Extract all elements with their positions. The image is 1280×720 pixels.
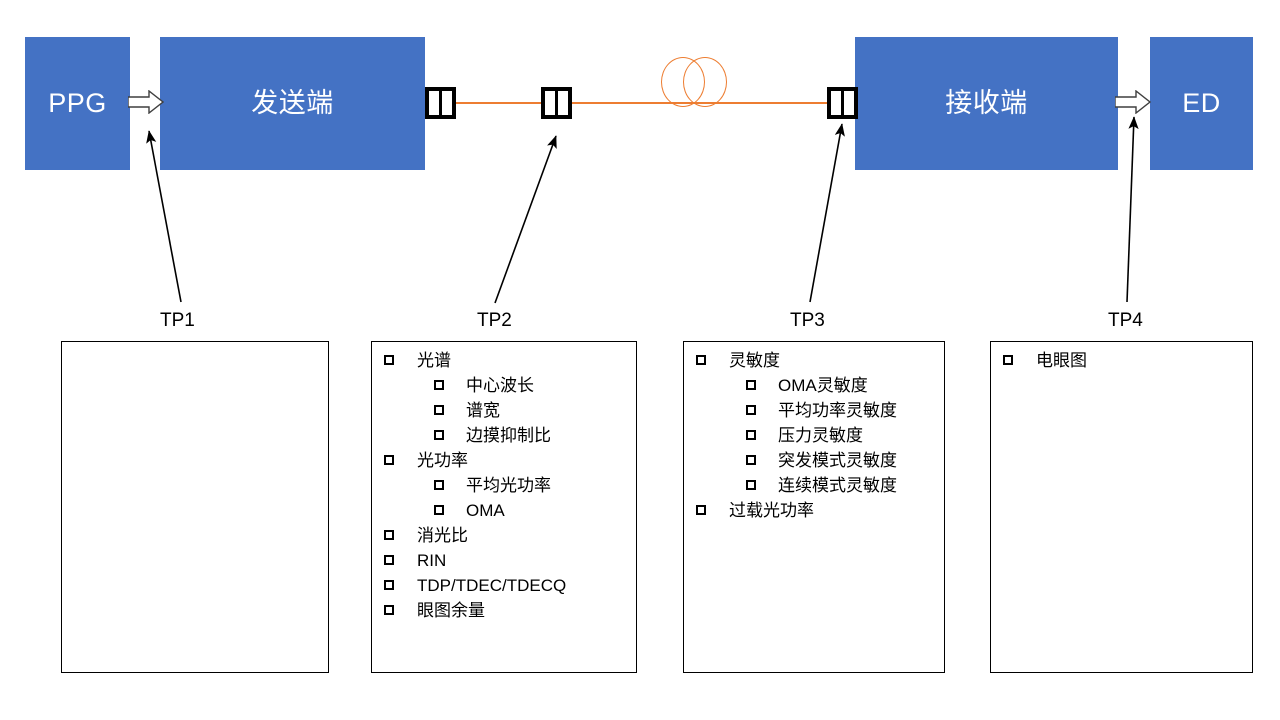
block-receiver: 接收端 [855, 37, 1118, 170]
checklist-item-label: 平均光功率 [466, 476, 551, 495]
checklist-item[interactable]: 压力灵敏度 [684, 423, 944, 448]
checklist-item-label: 边摸抑制比 [466, 426, 551, 445]
test-point-label-tp1: TP1 [160, 310, 195, 331]
block-arrow-receiver-to-ed-icon [1114, 89, 1152, 115]
block-ed: ED [1150, 37, 1253, 170]
checklist-item[interactable]: 电眼图 [991, 348, 1252, 373]
optical-connector-icon [541, 87, 572, 119]
checklist-item[interactable]: 过载光功率 [684, 498, 944, 523]
checklist-item[interactable]: 眼图余量 [372, 598, 636, 623]
test-point-label-tp2: TP2 [477, 310, 512, 331]
checklist-item[interactable]: 突发模式灵敏度 [684, 448, 944, 473]
checklist-item-label: 光功率 [417, 451, 468, 470]
checkbox-square-icon [434, 505, 444, 515]
checkbox-square-icon [434, 405, 444, 415]
checkbox-square-icon [384, 530, 394, 540]
callout-arrow-tp3 [809, 123, 845, 303]
panel-tp3-list: 灵敏度 OMA灵敏度平均功率灵敏度压力灵敏度突发模式灵敏度连续模式灵敏度过载光功率 [684, 342, 944, 523]
checkbox-square-icon [434, 430, 444, 440]
checklist-item[interactable]: RIN [372, 548, 636, 573]
checklist-item[interactable]: 光功率 [372, 448, 636, 473]
checklist-item-label: 中心波长 [466, 376, 534, 395]
checkbox-square-icon [746, 405, 756, 415]
checklist-item-label: 压力灵敏度 [778, 426, 863, 445]
checklist-item-label: 连续模式灵敏度 [778, 476, 897, 495]
checkbox-square-icon [696, 505, 706, 515]
checklist-item-label: 眼图余量 [417, 601, 485, 620]
test-point-label-tp4: TP4 [1108, 310, 1143, 331]
checklist-item-label: 灵敏度 [729, 351, 780, 370]
panel-tp4: 电眼图 [990, 341, 1253, 673]
checkbox-square-icon [384, 355, 394, 365]
checkbox-square-icon [434, 480, 444, 490]
checklist-item-label: 消光比 [417, 526, 468, 545]
block-arrow-ppg-to-transmitter-icon [127, 89, 165, 115]
callout-arrow-tp2 [494, 135, 557, 304]
optical-connector-icon [827, 87, 858, 119]
panel-tp1 [61, 341, 329, 673]
checkbox-square-icon [384, 555, 394, 565]
checklist-item[interactable]: 边摸抑制比 [372, 423, 636, 448]
block-ppg-label: PPG [48, 88, 107, 118]
fiber-spool-loop-icon [683, 57, 727, 107]
checkbox-square-icon [746, 455, 756, 465]
checklist-item[interactable]: 谱宽 [372, 398, 636, 423]
block-ppg: PPG [25, 37, 130, 170]
checklist-item[interactable]: 光谱 [372, 348, 636, 373]
checklist-item[interactable]: OMA [372, 498, 636, 523]
checkbox-square-icon [384, 605, 394, 615]
checkbox-square-icon [384, 580, 394, 590]
checklist-item-label: TDP/TDEC/TDECQ [417, 576, 567, 595]
checklist-item-label: 谱宽 [466, 401, 500, 420]
checklist-item-label: 电眼图 [1036, 351, 1087, 370]
panel-tp2: 光谱中心波长谱宽边摸抑制比光功率平均光功率 OMA 消光比 RIN TDP/TDEC/T… [371, 341, 637, 673]
checkbox-square-icon [746, 480, 756, 490]
block-ed-label: ED [1182, 88, 1221, 118]
block-transmitter-label: 发送端 [251, 88, 334, 118]
checklist-item[interactable]: 消光比 [372, 523, 636, 548]
checklist-item[interactable]: 灵敏度 [684, 348, 944, 373]
block-receiver-label: 接收端 [945, 88, 1028, 118]
checklist-item-label: 突发模式灵敏度 [778, 451, 897, 470]
panel-tp4-list: 电眼图 [991, 342, 1252, 373]
checkbox-square-icon [1003, 355, 1013, 365]
checklist-item[interactable]: OMA灵敏度 [684, 373, 944, 398]
panel-tp1-list [62, 342, 328, 348]
panel-tp3: 灵敏度 OMA灵敏度平均功率灵敏度压力灵敏度突发模式灵敏度连续模式灵敏度过载光功率 [683, 341, 945, 673]
optical-connector-icon [425, 87, 456, 119]
callout-arrow-tp4 [1126, 116, 1139, 303]
checkbox-square-icon [746, 430, 756, 440]
checklist-item-label: OMA [466, 501, 505, 520]
checkbox-square-icon [384, 455, 394, 465]
block-transmitter: 发送端 [160, 37, 425, 170]
checklist-item[interactable]: 平均功率灵敏度 [684, 398, 944, 423]
checklist-item-label: 光谱 [417, 351, 451, 370]
test-point-label-tp3: TP3 [790, 310, 825, 331]
checklist-item[interactable]: 中心波长 [372, 373, 636, 398]
panel-tp2-list: 光谱中心波长谱宽边摸抑制比光功率平均光功率 OMA 消光比 RIN TDP/TDEC/T… [372, 342, 636, 623]
checklist-item-label: 过载光功率 [729, 501, 814, 520]
checklist-item-label: OMA灵敏度 [778, 376, 868, 395]
checklist-item[interactable]: TDP/TDEC/TDECQ [372, 573, 636, 598]
checklist-item-label: 平均功率灵敏度 [778, 401, 897, 420]
checkbox-square-icon [746, 380, 756, 390]
checkbox-square-icon [434, 380, 444, 390]
checklist-item[interactable]: 连续模式灵敏度 [684, 473, 944, 498]
checklist-item[interactable]: 平均光功率 [372, 473, 636, 498]
checkbox-square-icon [696, 355, 706, 365]
checklist-item-label: RIN [417, 551, 447, 570]
fiber-segment-tp1-to-tp2 [455, 102, 542, 104]
